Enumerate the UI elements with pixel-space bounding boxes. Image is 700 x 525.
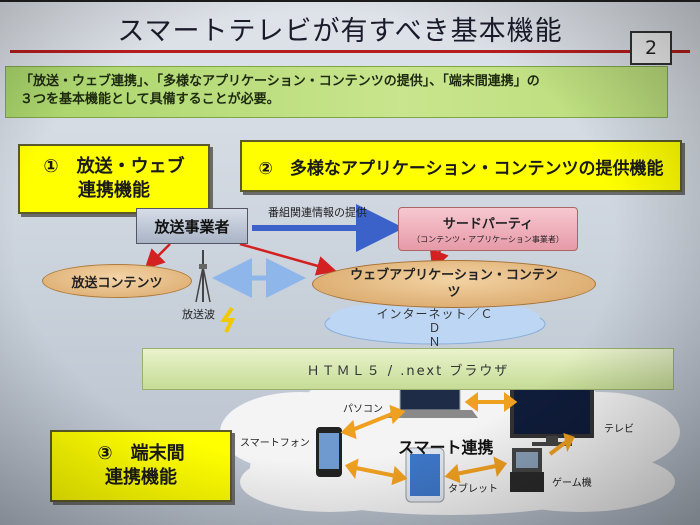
summary-banner: 「放送・ウェブ連携」、「多様なアプリケーション・コンテンツの提供」、「端末間連携… bbox=[5, 66, 668, 118]
smartphone-icon bbox=[316, 427, 342, 477]
internet-label: インターネット／ＣＤ Ｎ bbox=[372, 307, 498, 349]
internet-cloud bbox=[324, 303, 546, 345]
game-console-icon bbox=[510, 448, 544, 492]
third-party-sublabel: （コンテンツ・アプリケーション事業者） bbox=[412, 235, 564, 244]
page-number: 2 bbox=[630, 31, 672, 65]
game-console-label: ゲーム機 bbox=[552, 478, 592, 489]
browser-bar: ＨＴＭＬ５ / .next ブラウザ bbox=[142, 348, 674, 390]
web-content-label: ウェブアプリケーション・コンテン ツ bbox=[350, 268, 558, 300]
arrow-broadcaster-to-content bbox=[144, 243, 171, 270]
broadcast-wave-label: 放送波 bbox=[182, 308, 215, 321]
broadcaster-box: 放送事業者 bbox=[136, 208, 248, 244]
broadcast-web-link-box: ① 放送・ウェブ 連携機能 bbox=[18, 144, 210, 214]
slide-title: スマートテレビが有すべき基本機能 bbox=[117, 15, 563, 47]
pc-label: パソコン bbox=[343, 404, 383, 415]
smartphone-label: スマートフォン bbox=[240, 438, 310, 449]
tablet-label: タブレット bbox=[448, 484, 498, 495]
summary-line-2: ３つを基本機能として具備することが必要。 bbox=[20, 92, 280, 107]
web-content-oval: ウェブアプリケーション・コンテン ツ bbox=[312, 260, 596, 308]
broadcast-tower-icon bbox=[195, 250, 211, 303]
tablet-icon bbox=[405, 447, 445, 503]
internet-text: インターネット／ＣＤ Ｎ bbox=[376, 307, 494, 349]
summary-line-1: 「放送・ウェブ連携」、「多様なアプリケーション・コンテンツの提供」、「端末間連携… bbox=[20, 74, 540, 89]
third-party-box: サードパーティ （コンテンツ・アプリケーション事業者） bbox=[398, 207, 578, 251]
arrow-broadcaster-to-web bbox=[239, 242, 337, 276]
device-link-arrows bbox=[340, 392, 575, 486]
title-rule bbox=[10, 50, 690, 53]
app-content-box: ② 多様なアプリケーション・コンテンツの提供機能 bbox=[240, 140, 682, 192]
smart-link-label: スマート連携 bbox=[398, 438, 494, 457]
tv-icon bbox=[510, 386, 594, 446]
broadcast-content-oval: 放送コンテンツ bbox=[42, 264, 192, 298]
third-party-label: サードパーティ bbox=[442, 217, 534, 232]
box3-label: ③ 端末間 連携機能 bbox=[97, 443, 185, 488]
device-link-box: ③ 端末間 連携機能 bbox=[50, 430, 232, 502]
tv-label: テレビ bbox=[604, 424, 634, 435]
broadcast-wave-icon bbox=[220, 306, 236, 333]
box1-label: ① 放送・ウェブ 連携機能 bbox=[43, 156, 185, 201]
info-provision-label: 番組関連情報の提供 bbox=[268, 206, 367, 219]
